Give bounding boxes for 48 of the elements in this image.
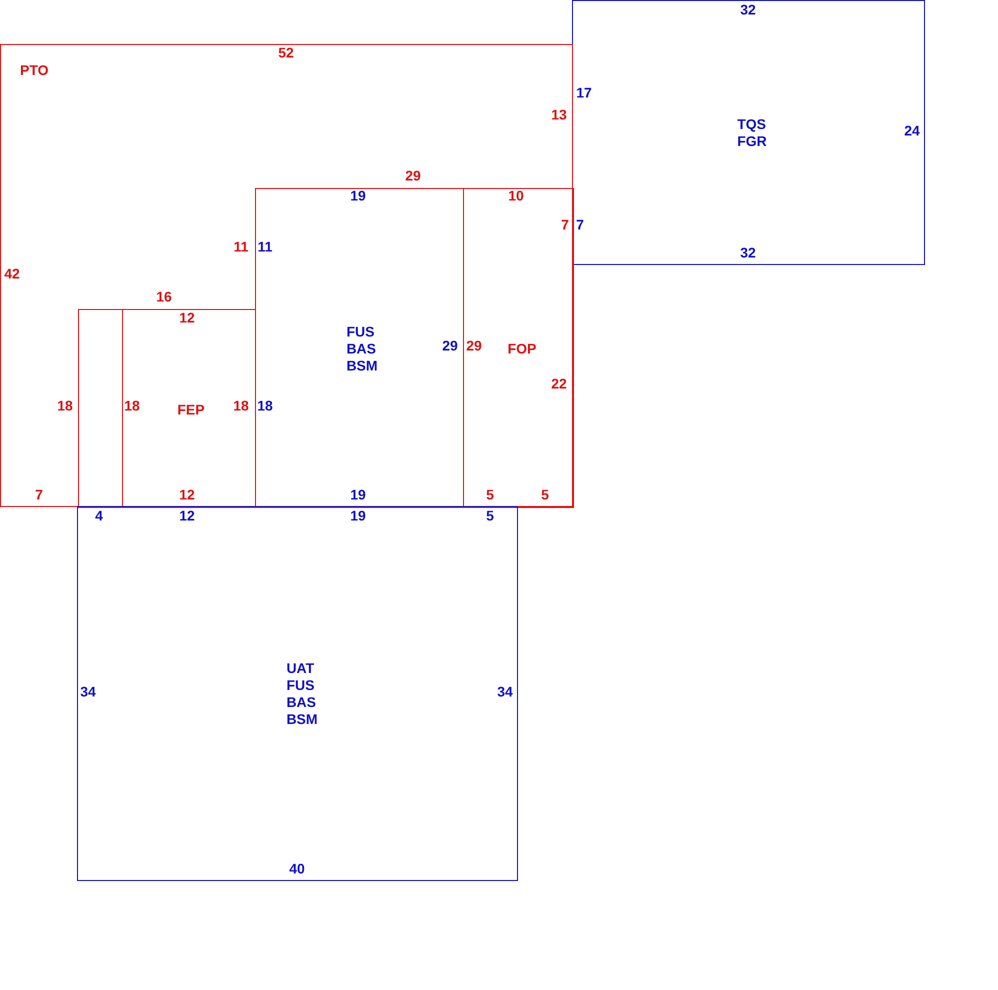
- area-code: FOP: [508, 340, 536, 358]
- dimension-label: 18: [233, 398, 249, 414]
- plan-area: [255, 188, 464, 508]
- plan-area: [463, 188, 574, 508]
- dimension-label: 12: [179, 508, 195, 524]
- plan-area: [122, 309, 256, 508]
- dimension-label: 7: [576, 218, 584, 232]
- dimension-label: 5: [486, 488, 494, 502]
- plan-area: [572, 0, 925, 265]
- dimension-label: 16: [156, 290, 172, 304]
- plan-area: [0, 44, 573, 507]
- dimension-label: 17: [576, 86, 592, 100]
- dimension-label: 18: [257, 398, 273, 414]
- dimension-label: 13: [551, 108, 567, 122]
- dimension-label: 22: [551, 376, 567, 392]
- dimension-label: 5: [486, 508, 494, 524]
- dimension-label: 18: [124, 398, 140, 414]
- area-code: PTO: [20, 62, 49, 79]
- area-code: UAT FUS BAS BSM: [286, 660, 318, 728]
- plan-area: [78, 309, 123, 508]
- dimension-label: 29: [466, 338, 482, 354]
- dimension-label: 52: [278, 46, 294, 60]
- dimension-label: 42: [4, 266, 20, 282]
- dimension-label: 29: [405, 168, 421, 184]
- dimension-label: 29: [442, 338, 458, 354]
- dimension-label: 5: [541, 488, 549, 502]
- area-code: FUS BAS BSM: [346, 324, 378, 374]
- area-code: FEP: [177, 402, 205, 418]
- plan-area: [77, 506, 518, 881]
- dimension-label: 7: [561, 218, 569, 232]
- dimension-label: 34: [497, 684, 513, 700]
- area-code: TQS FGR: [737, 116, 767, 150]
- dimension-label: 34: [80, 684, 96, 700]
- dimension-label: 32: [740, 246, 756, 260]
- dimension-label: 11: [258, 240, 272, 254]
- dimension-label: 7: [35, 488, 43, 502]
- dimension-label: 4: [95, 508, 103, 524]
- dimension-label: 12: [179, 310, 195, 326]
- dimension-label: 40: [289, 862, 305, 876]
- dimension-label: 24: [904, 124, 920, 138]
- dimension-label: 32: [740, 2, 756, 18]
- dimension-label: 19: [350, 508, 366, 524]
- dimension-label: 18: [57, 398, 73, 414]
- dimension-label: 19: [350, 488, 366, 502]
- dimension-label: 19: [350, 188, 366, 204]
- dimension-label: 12: [179, 488, 195, 502]
- dimension-label: 10: [508, 188, 524, 204]
- dimension-label: 11: [234, 240, 248, 254]
